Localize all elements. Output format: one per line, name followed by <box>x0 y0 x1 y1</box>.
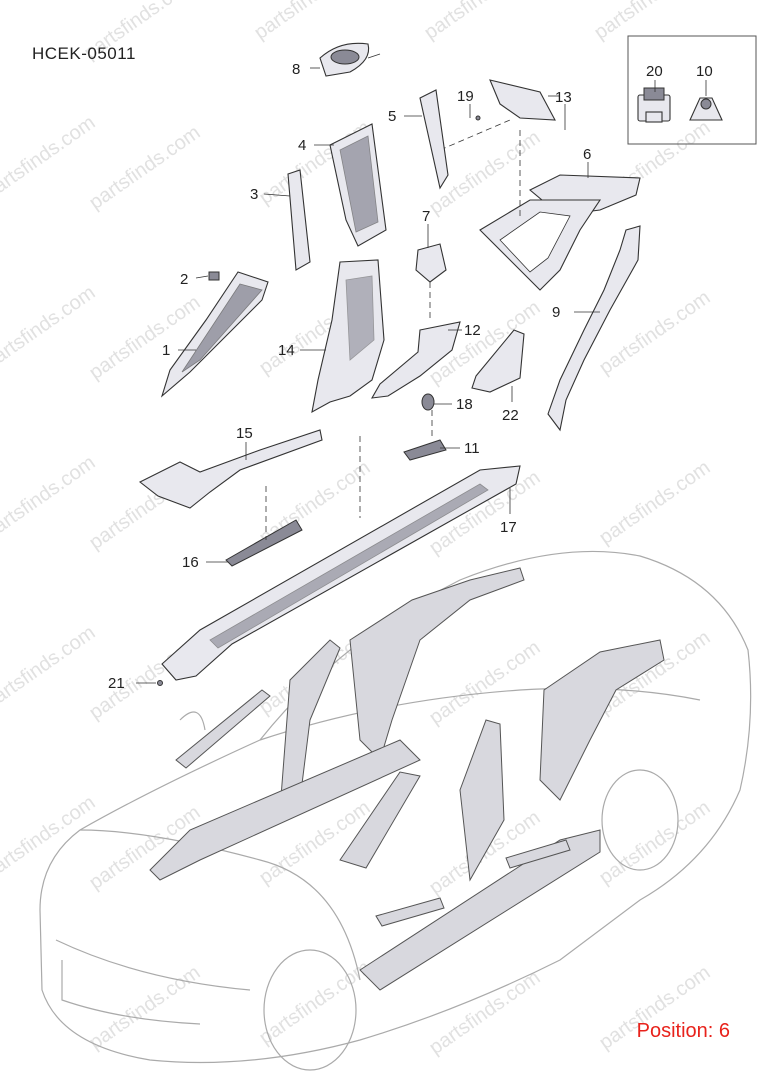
part-22 <box>471 329 525 402</box>
callout-8: 8 <box>292 61 300 78</box>
callout-13: 13 <box>555 89 572 106</box>
part-16 <box>206 486 303 567</box>
part-8-lamp <box>310 42 381 77</box>
callout-4: 4 <box>298 137 306 154</box>
callout-19: 19 <box>457 88 474 105</box>
part-15 <box>138 429 323 509</box>
watermark-text: partsfinds.com <box>595 796 714 889</box>
watermark-text: partsfinds.com <box>425 636 544 729</box>
callout-11: 11 <box>464 440 480 457</box>
part-14 <box>300 259 385 414</box>
callout-10: 10 <box>696 63 713 80</box>
watermark-text: partsfinds.com <box>85 961 204 1054</box>
installed-trims <box>149 567 665 991</box>
part-5 <box>404 89 449 190</box>
callout-18: 18 <box>456 396 473 413</box>
diagram-code: HCEK-05011 <box>32 44 136 63</box>
part-2 <box>195 271 220 281</box>
watermark-text: partsfinds.com <box>255 956 374 1049</box>
part-18 <box>421 393 452 411</box>
watermark-text: partsfinds.com <box>595 456 714 549</box>
callout-17: 17 <box>500 519 517 536</box>
position-label: Position: 6 <box>636 1020 730 1042</box>
watermark-text: partsfinds.com <box>0 621 99 714</box>
callout-1: 1 <box>162 342 170 359</box>
callout-labels: 8 19 13 20 10 5 4 6 3 7 2 9 12 1 14 18 2… <box>108 61 713 692</box>
part-7 <box>415 224 447 320</box>
callout-16: 16 <box>182 554 199 571</box>
callout-12: 12 <box>464 322 481 339</box>
callout-9: 9 <box>552 304 560 321</box>
callout-3: 3 <box>250 186 258 203</box>
callout-20: 20 <box>646 63 663 80</box>
part-12 <box>370 321 462 399</box>
watermark-text: partsfinds.com <box>0 111 99 204</box>
callout-14: 14 <box>278 342 295 359</box>
callout-7: 7 <box>422 208 430 225</box>
part-4 <box>314 123 387 247</box>
part-6 <box>479 162 641 291</box>
part-19-screw <box>439 104 511 151</box>
part-11 <box>403 410 460 461</box>
watermark-text: partsfinds.com <box>0 281 99 374</box>
callout-15: 15 <box>236 425 253 442</box>
part-3 <box>263 169 311 271</box>
watermark-text: partsfinds.com <box>425 966 544 1059</box>
part-21-screw <box>136 680 163 686</box>
watermark-text: partsfinds.com <box>590 0 709 44</box>
callout-21: 21 <box>108 675 125 692</box>
callout-6: 6 <box>583 146 591 163</box>
callout-2: 2 <box>180 271 188 288</box>
part-9 <box>547 225 641 432</box>
callout-5: 5 <box>388 108 396 125</box>
part-1 <box>160 271 269 398</box>
fastener-inset <box>627 35 757 145</box>
callout-22: 22 <box>502 407 519 424</box>
watermark-text: partsfinds.com <box>0 451 99 544</box>
part-13 <box>489 79 566 130</box>
part-17 <box>161 465 521 681</box>
watermark-text: partsfinds.com <box>0 791 99 884</box>
car-body <box>39 550 752 1071</box>
watermark-text: partsfinds.com <box>420 0 539 44</box>
watermark-text: partsfinds.com <box>250 0 369 44</box>
watermark-text: partsfinds.com <box>85 121 204 214</box>
